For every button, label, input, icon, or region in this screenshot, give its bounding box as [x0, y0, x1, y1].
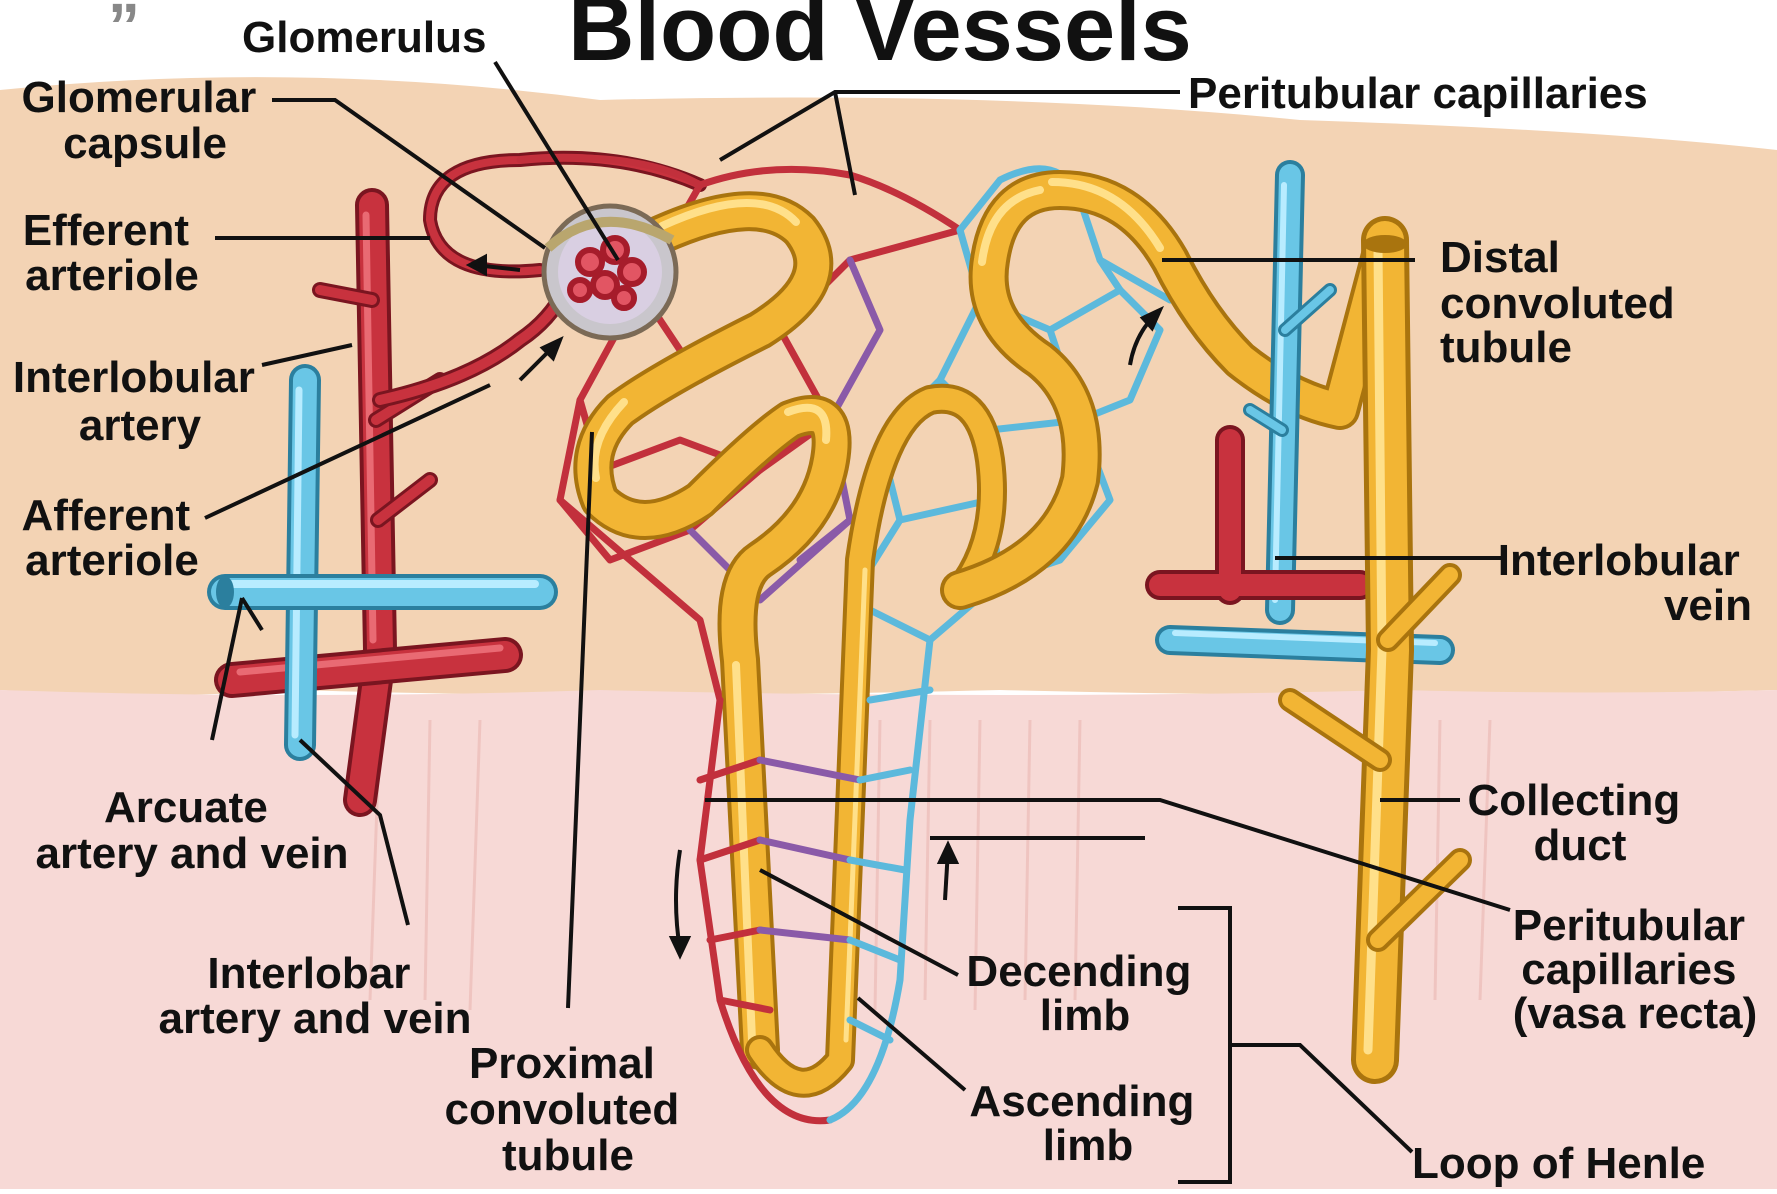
- label-loop-of-henle: Loop of Henle: [1412, 1139, 1705, 1188]
- label-glomerulus: Glomerulus: [242, 13, 487, 62]
- label-afferent-arteriole: Afferent arteriole: [22, 491, 203, 585]
- label-peritubular-capillaries-vasa-recta: Peritubular capillaries (vasa recta): [1513, 901, 1758, 1038]
- diagram-title: Blood Vessels: [568, 0, 1192, 80]
- quote-mark: ”: [108, 0, 140, 62]
- label-efferent-arteriole: Efferent arteriole: [23, 206, 201, 300]
- label-peritubular-capillaries-top: Peritubular capillaries: [1188, 69, 1648, 118]
